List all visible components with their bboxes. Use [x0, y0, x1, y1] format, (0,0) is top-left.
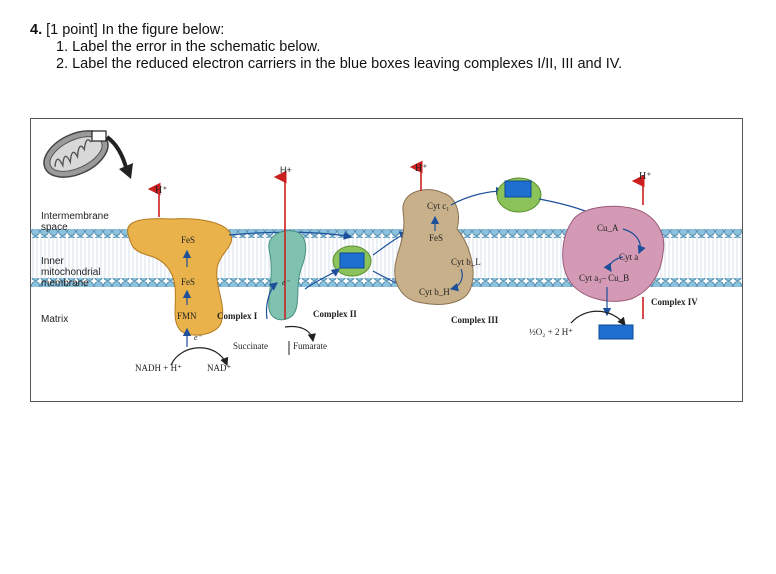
cua-label: Cu_A — [597, 223, 619, 233]
cyt-a3-cub-label: Cyt a₃– Cu_B — [579, 273, 629, 283]
etc-figure: Intermembrane space Inner mitochondrial … — [30, 118, 743, 402]
label-matrix: Matrix — [41, 314, 68, 325]
etc-diagram: Intermembrane space Inner mitochondrial … — [31, 130, 742, 373]
question-points: [1 point] In the figure below: — [46, 22, 225, 38]
cyt-a-label: Cyt a — [619, 252, 638, 262]
blue-box-complex-3[interactable] — [504, 180, 532, 198]
question-item-1: 1. Label the error in the schematic belo… — [56, 39, 321, 55]
label-intermembrane: Intermembrane — [41, 211, 109, 222]
nad-label: NAD⁺ — [207, 363, 231, 373]
blue-box-complex-4[interactable] — [598, 324, 634, 340]
cyt-c1-label: Cyt c₁ — [427, 201, 449, 211]
label-mitochondrial: mitochondrial — [41, 267, 100, 278]
complex1-name: Complex I — [217, 311, 258, 321]
question-block: 4. [1 point] In the figure below: 1. Lab… — [30, 22, 622, 73]
fes-top-label: FeS — [181, 235, 195, 245]
complex4-name: Complex IV — [651, 297, 698, 307]
fmn-label: FMN — [177, 311, 197, 321]
question-header: 4. [1 point] In the figure below: — [30, 22, 622, 39]
complex-4: H⁺ Cu_A Cyt a Cyt a₃– Cu_B Complex IV ½O… — [529, 171, 698, 340]
complex-1: H⁺ FeS FeS FMN Complex I e⁻ NADH + H⁺ NA… — [127, 182, 353, 373]
region-labels: Intermembrane space Inner mitochondrial … — [41, 211, 109, 325]
question-number: 4. — [30, 22, 43, 38]
complex-3: H⁺ Cyt c₁ FeS Cyt b_L Cyt b_H Complex II… — [394, 160, 505, 325]
oxygen-label: ½O₂ + 2 H⁺ — [529, 327, 573, 337]
nadh-label: NADH + H⁺ — [135, 363, 182, 373]
proton-label-complex3: H⁺ — [415, 163, 428, 174]
complex1-electron: e⁻ — [194, 333, 203, 342]
proton-label-complex1: H⁺ — [155, 185, 168, 196]
mitochondrion-icon — [43, 130, 133, 179]
fumarate-label: Fumarate — [293, 341, 327, 351]
complex3-name: Complex III — [451, 315, 499, 325]
label-inner: Inner — [41, 256, 64, 267]
blue-box-complex-1-2[interactable] — [339, 252, 365, 269]
complex2-name: Complex II — [313, 309, 357, 319]
proton-label-complex2: H+ — [280, 165, 292, 175]
cyt-bl-label: Cyt b_L — [451, 257, 481, 267]
fes-complex3-label: FeS — [429, 233, 443, 243]
fes-bottom-label: FeS — [181, 277, 195, 287]
question-item-2: 2. Label the reduced electron carriers i… — [56, 56, 623, 72]
succinate-label: Succinate — [233, 341, 268, 351]
label-space: space — [41, 222, 68, 233]
complex2-electron: e⁻ — [282, 278, 291, 287]
label-membrane: membrane — [41, 278, 89, 289]
cyt-bh-label: Cyt b_H — [419, 287, 450, 297]
complex-2: H+ e⁻ Complex II Succinate Fumarate — [233, 165, 357, 355]
proton-label-complex4: H⁺ — [639, 171, 652, 182]
